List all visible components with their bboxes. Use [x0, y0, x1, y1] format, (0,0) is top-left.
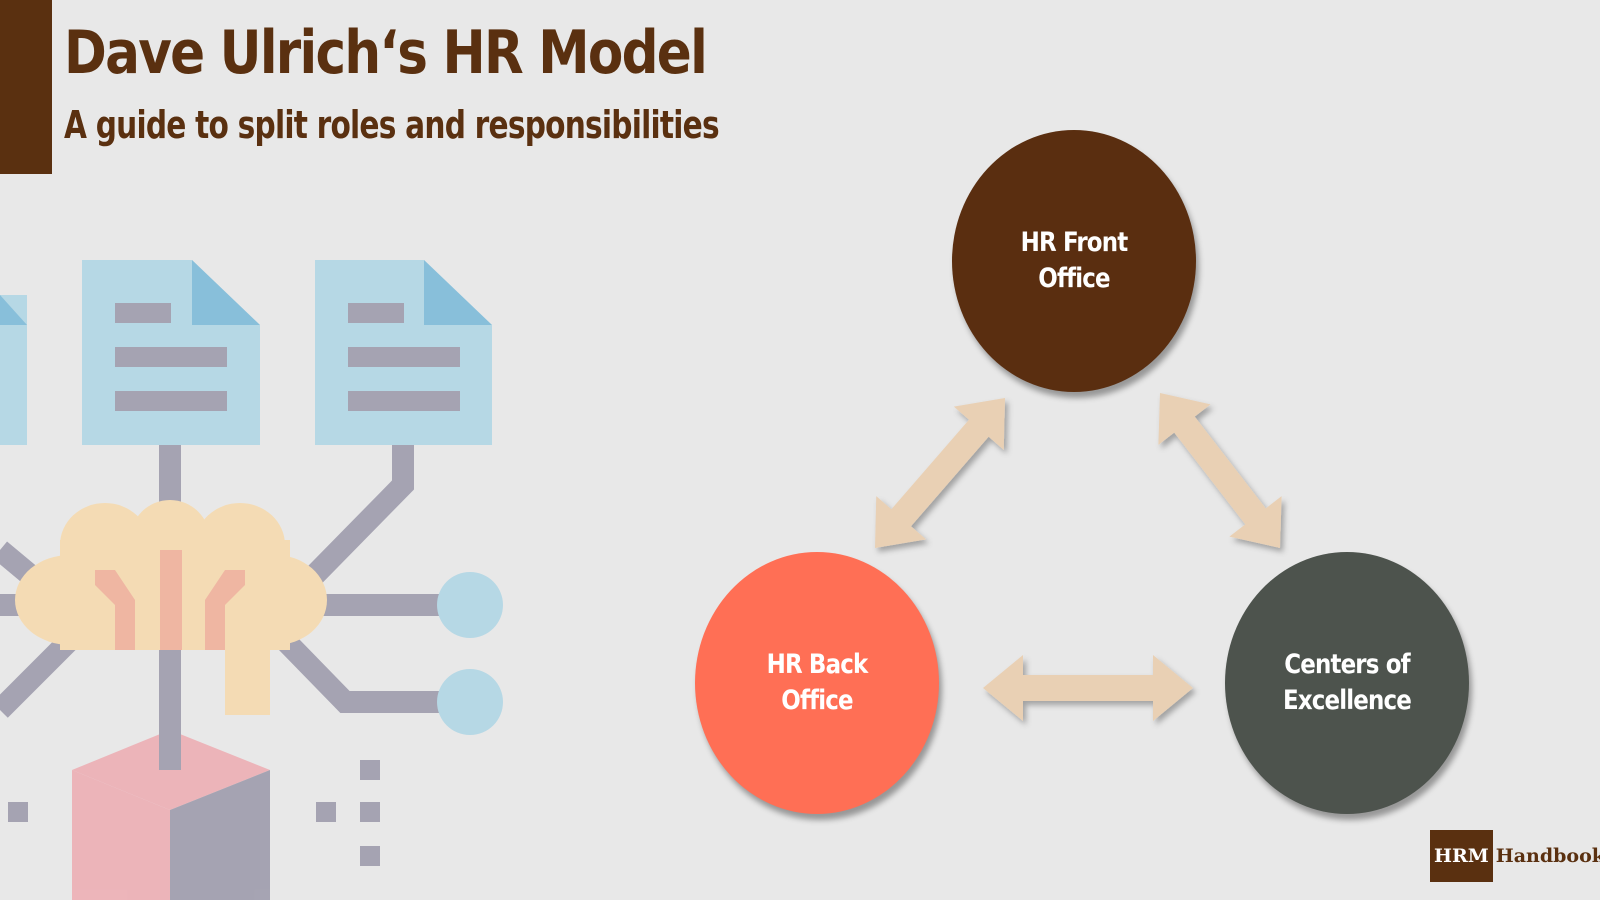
hr-front-office-node: HR Front Office [952, 130, 1196, 392]
arrow-front-back [875, 398, 1005, 548]
hr-back-office-label: HR Back Office [766, 649, 869, 716]
page-title: Dave Ulrich‘s HR Model [64, 18, 708, 88]
logo-text: Handbook [1495, 845, 1600, 867]
centers-of-excellence-node: Centers of Excellence [1225, 552, 1469, 814]
arrow-front-coe [1158, 393, 1282, 548]
logo-mark: HRM [1430, 830, 1493, 882]
hrm-handbook-logo: HRM Handbook [1430, 830, 1600, 882]
hr-back-office-node: HR Back Office [695, 552, 939, 814]
ai-brain-documents-icon [0, 260, 503, 900]
hr-front-office-label: HR Front Office [1020, 227, 1129, 294]
page-subtitle: A guide to split roles and responsibilit… [64, 103, 720, 147]
centers-of-excellence-label: Centers of Excellence [1283, 649, 1412, 716]
title-accent-bar [0, 0, 52, 174]
arrow-back-coe [983, 655, 1193, 721]
